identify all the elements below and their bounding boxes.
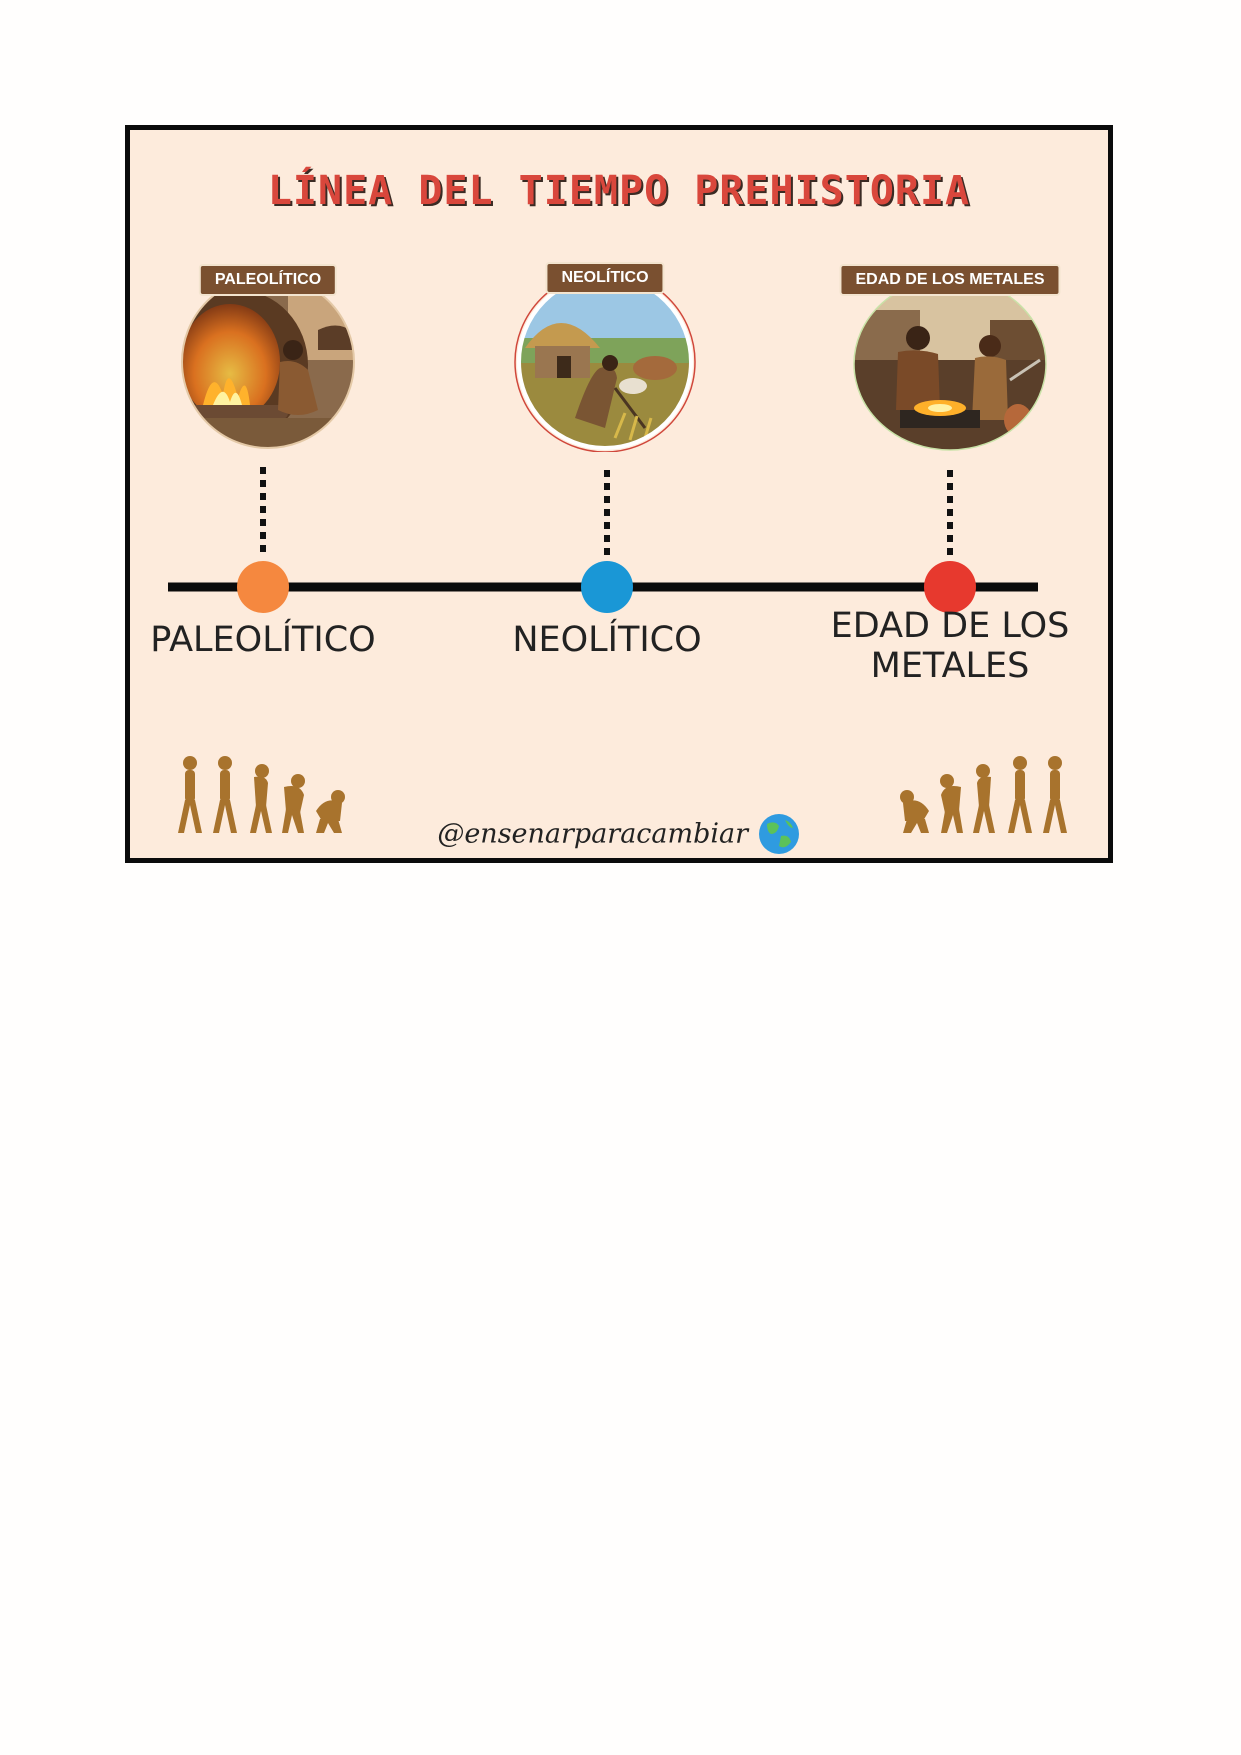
human-evolution-silhouettes-reversed	[900, 756, 1067, 833]
neolitico-ribbon: NEOLÍTICO	[545, 262, 665, 294]
paleolitico-ribbon: PALEOLÍTICO	[198, 264, 338, 296]
metales-medallion: EDAD DE LOS METALES	[839, 264, 1061, 452]
metales-label-line2: METALES	[870, 646, 1030, 686]
paleolitico-medallion: PALEOLÍTICO	[168, 264, 368, 450]
metales-label: EDAD DE LOS METALES	[820, 606, 1080, 686]
neolitico-label: NEOLÍTICO	[512, 620, 702, 660]
metales-ribbon: EDAD DE LOS METALES	[839, 264, 1061, 296]
metales-dot	[924, 561, 976, 613]
paleolitico-label: PALEOLÍTICO	[150, 620, 376, 660]
page-title: LÍNEA DEL TIEMPO PREHISTORIA	[267, 168, 971, 214]
cave-fire-scene	[181, 275, 355, 449]
neolitico-dot	[581, 561, 633, 613]
metales-label-line1: EDAD DE LOS	[830, 606, 1070, 646]
neolitico-medallion: NEOLÍTICO	[505, 262, 705, 453]
timeline-card: LÍNEA DEL TIEMPO PREHISTORIA	[125, 125, 1113, 863]
timeline	[168, 467, 1038, 613]
blacksmith-forge-scene	[853, 277, 1047, 451]
footer-handle: @ensenarparacambiar	[130, 812, 1108, 856]
handle-text: @ensenarparacambiar	[437, 818, 749, 850]
human-evolution-silhouettes	[178, 756, 345, 833]
paleolitico-dot	[237, 561, 289, 613]
earth-globe-icon	[758, 814, 799, 854]
